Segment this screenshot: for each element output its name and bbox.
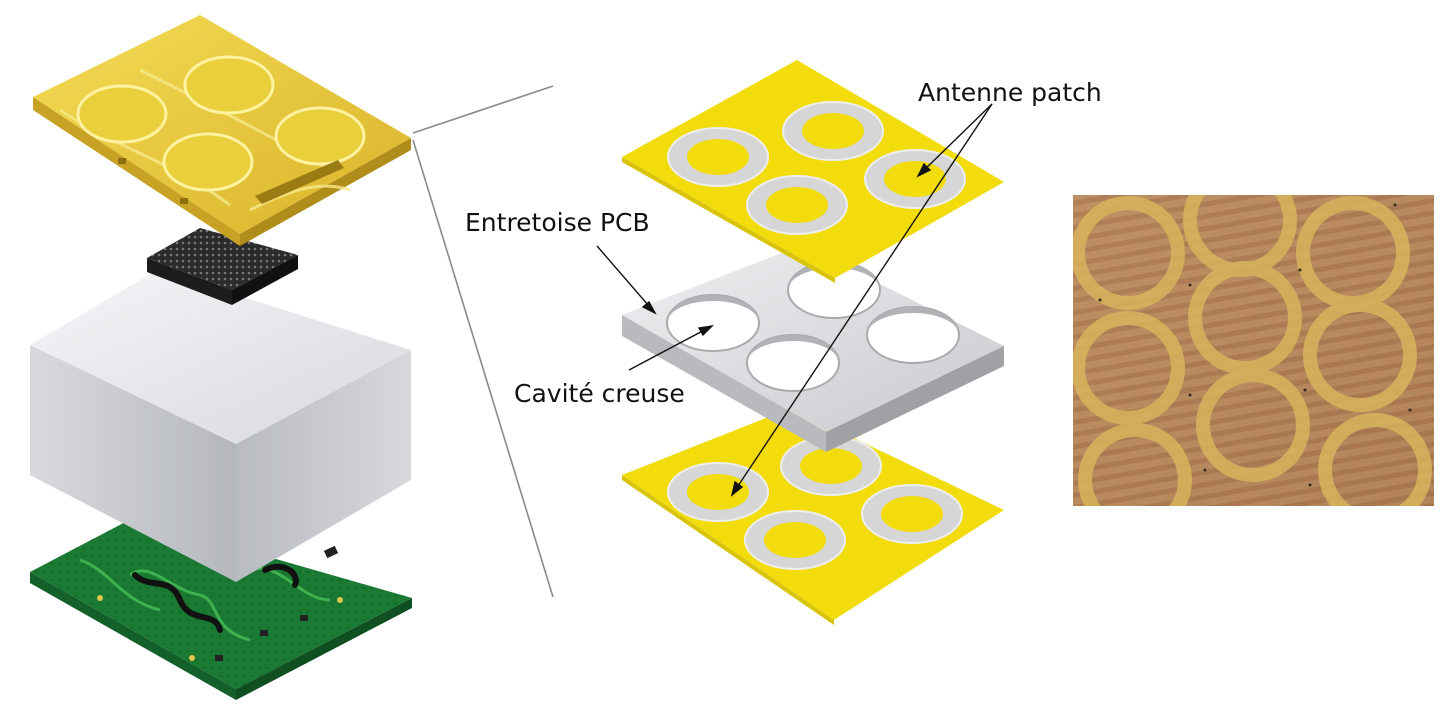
- antenna-photo: [1073, 195, 1434, 506]
- bottom-patch-layer: [622, 408, 1004, 625]
- pcb-spacer-layer: [622, 245, 1004, 452]
- zoom-line-top: [412, 85, 554, 134]
- pcb-board: [30, 518, 412, 700]
- hollow-cavity-label: Cavité creuse: [514, 379, 685, 408]
- bga-chip: [147, 228, 298, 305]
- zoom-line-bottom: [412, 139, 554, 598]
- leader-arrows: [596, 103, 993, 497]
- antenna-module: [33, 15, 411, 246]
- antenna-patch-label: Antenne patch: [918, 78, 1102, 107]
- metal-block: [30, 270, 411, 582]
- pcb-spacer-label: Entretoise PCB: [465, 208, 650, 237]
